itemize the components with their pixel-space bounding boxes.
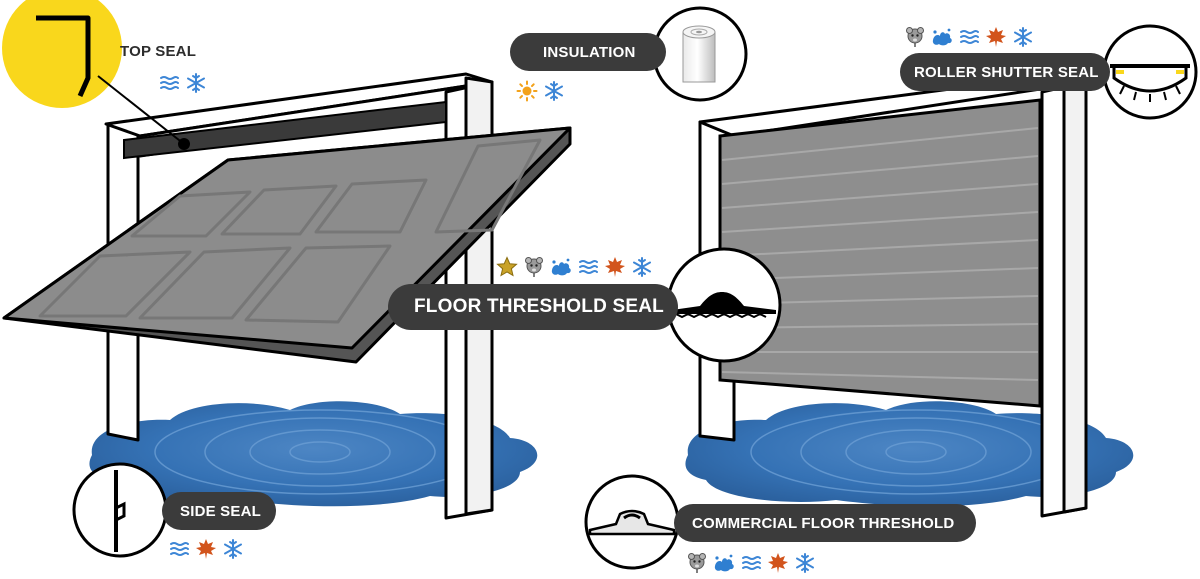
water-splash-icon <box>550 256 572 278</box>
insulation-icons <box>516 80 565 102</box>
rodent-icon <box>904 26 926 48</box>
side-seal-callout-graphic <box>72 462 168 558</box>
water-splash-icon <box>713 552 735 574</box>
wind-icon <box>168 538 190 560</box>
roller-shutter-seal-icons <box>904 26 1034 48</box>
roller-shutter-seal-callout-graphic <box>1102 24 1198 120</box>
tilt-door-panel <box>2 126 572 364</box>
top-seal-label: TOP SEAL <box>120 42 197 60</box>
star-icon <box>496 256 518 278</box>
commercial-floor-threshold-label: COMMERCIAL FLOOR THRESHOLD <box>674 504 976 542</box>
insulation-callout-graphic <box>652 6 748 102</box>
rodent-icon <box>686 552 708 574</box>
commercial-floor-threshold-icons <box>686 552 816 574</box>
snowflake-icon <box>1012 26 1034 48</box>
leaf-icon <box>985 26 1007 48</box>
sun-icon <box>516 80 538 102</box>
water-splash-icon <box>931 26 953 48</box>
snowflake-icon <box>185 72 207 94</box>
floor-threshold-seal-callout-graphic <box>666 247 782 363</box>
wind-icon <box>577 256 599 278</box>
snowflake-icon <box>794 552 816 574</box>
leaf-icon <box>195 538 217 560</box>
insulation-label: INSULATION <box>510 33 666 71</box>
top-seal-strip <box>123 100 447 160</box>
snowflake-icon <box>631 256 653 278</box>
wind-icon <box>740 552 762 574</box>
snowflake-icon <box>543 80 565 102</box>
leaf-icon <box>604 256 626 278</box>
wind-icon <box>158 72 180 94</box>
rodent-icon <box>523 256 545 278</box>
roller-shutter-seal-label: ROLLER SHUTTER SEAL <box>900 53 1110 91</box>
floor-threshold-seal-icons <box>496 256 653 278</box>
top-seal-icons <box>158 72 207 94</box>
snowflake-icon <box>222 538 244 560</box>
leaf-icon <box>767 552 789 574</box>
side-seal-label: SIDE SEAL <box>162 492 276 530</box>
roller-shutter-door <box>718 98 1042 408</box>
floor-threshold-seal-label: FLOOR THRESHOLD SEAL <box>388 284 678 330</box>
water-puddle-right <box>685 401 1134 507</box>
wind-icon <box>958 26 980 48</box>
top-seal-callout-graphic <box>2 0 190 150</box>
commercial-floor-threshold-callout-graphic <box>584 474 680 570</box>
side-seal-icons <box>168 538 244 560</box>
